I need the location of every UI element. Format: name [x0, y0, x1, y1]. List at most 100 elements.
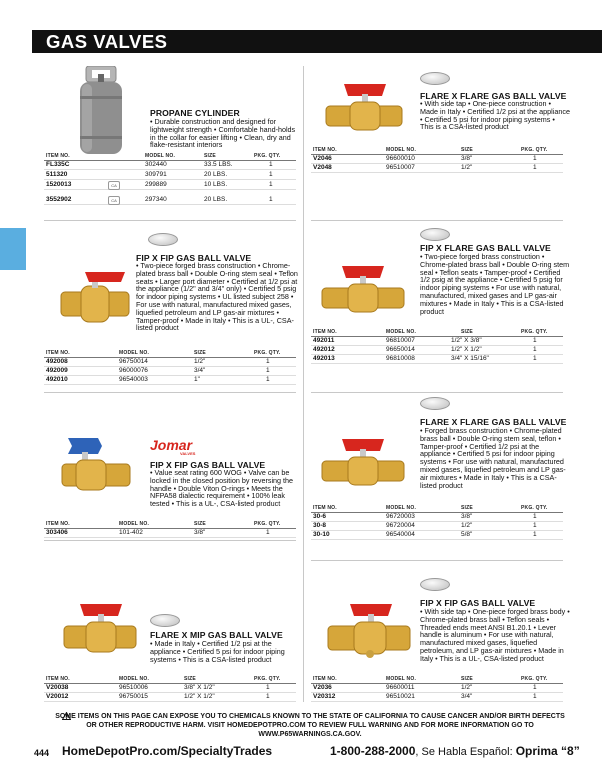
col-size: SIZE [461, 676, 473, 682]
table-row: 492012 96650014 1/2" X 1/2" 1 [311, 346, 563, 355]
size: 3/4" X 15/16" [451, 355, 489, 362]
table-row: V20012 96750015 1/2" X 1/2" 1 [44, 693, 296, 702]
size: 1/2" X 1/2" [184, 693, 215, 700]
item-no: 492013 [313, 355, 335, 362]
item-no: 3552902 [46, 196, 72, 203]
warning-triangle-icon [62, 712, 71, 720]
item-no: V20012 [46, 693, 69, 700]
col-size: SIZE [461, 329, 473, 335]
model-no: 96750014 [119, 358, 148, 365]
model-no: 96810007 [386, 337, 415, 344]
product-title: FLARE X FLARE GAS BALL VALVE [420, 91, 567, 101]
fip-fip-valve-image [60, 272, 130, 323]
table-row: 30-6 96720003 3/8" 1 [311, 513, 563, 522]
size: 3/4" [461, 693, 473, 700]
product-title: FLARE X MIP GAS BALL VALVE [150, 630, 283, 640]
table-row: 3552902 297340 20 LBS. 1 [44, 196, 296, 205]
item-no: V2046 [313, 155, 332, 162]
pkg-qty: 1 [266, 684, 270, 691]
size: 10 LBS. [204, 181, 228, 188]
col-model-no: MODEL NO. [119, 350, 150, 356]
model-no: 309791 [145, 171, 167, 178]
item-no: 30-8 [313, 522, 327, 529]
col-model-no: MODEL NO. [386, 329, 417, 335]
section-title: GAS VALVES [46, 31, 168, 52]
table-row: 492008 96750014 1/2" 1 [44, 358, 296, 367]
table-header: ITEM NO. MODEL NO. SIZE PKG. QTY. [44, 519, 296, 529]
table-row: 492011 96810007 1/2" X 3/8" 1 [311, 337, 563, 346]
item-no: 511320 [46, 171, 68, 178]
table-row: V20038 96510006 3/8" X 1/2" 1 [44, 684, 296, 693]
model-no: 101-402 [119, 529, 143, 536]
col-item-no: ITEM NO. [46, 676, 70, 682]
col-item-no: ITEM NO. [313, 676, 337, 682]
brand-badge [420, 228, 450, 241]
pkg-qty: 1 [533, 155, 537, 162]
product-divider [311, 560, 563, 561]
model-no: 96650014 [386, 346, 415, 353]
col-size: SIZE [204, 153, 216, 159]
brand-badge [420, 72, 450, 85]
spanish-option: Oprima “8” [515, 744, 580, 758]
pkg-qty: 1 [269, 171, 273, 178]
size: 1/2" [194, 358, 206, 365]
col-pkg-qty: PKG. QTY. [521, 147, 548, 153]
table-header: ITEM NO. MODEL NO. SIZE PKG. QTY. [311, 327, 563, 337]
size: 5/8" [461, 531, 473, 538]
col-item-no: ITEM NO. [46, 153, 70, 159]
pkg-qty: 1 [269, 196, 273, 203]
item-no: 30-6 [313, 513, 327, 520]
col-pkg-qty: PKG. QTY. [254, 521, 281, 527]
col-size: SIZE [461, 147, 473, 153]
col-item-no: ITEM NO. [46, 350, 70, 356]
jomar-valve-image [61, 438, 131, 491]
page-number: 444 [34, 748, 50, 758]
col-model-no: MODEL NO. [119, 521, 150, 527]
item-no: V2036 [313, 684, 332, 691]
pkg-qty: 1 [533, 684, 537, 691]
product-title: FIP X FLARE GAS BALL VALVE [420, 243, 551, 253]
size: 1" [194, 376, 200, 383]
col-pkg-qty: PKG. QTY. [254, 153, 281, 159]
col-model-no: MODEL NO. [386, 505, 417, 511]
table-row: 1520013 299889 10 LBS. 1 [44, 181, 296, 190]
product-description: • With side tap • One-piece forged brass… [420, 607, 570, 663]
pkg-qty: 1 [533, 346, 537, 353]
col-model-no: MODEL NO. [386, 676, 417, 682]
model-no: 96510006 [119, 684, 148, 691]
pkg-qty: 1 [533, 693, 537, 700]
size: 1/2" X 3/8" [451, 337, 482, 344]
col-size: SIZE [194, 521, 206, 527]
table-row: 303406 101-402 3/8" 1 [44, 529, 296, 538]
item-no: 492010 [46, 376, 68, 383]
pkg-qty: 1 [266, 693, 270, 700]
jomar-logo-sub: VALVES [180, 451, 196, 456]
product-divider [44, 220, 296, 221]
website-link[interactable]: HomeDepotPro.com/SpecialtyTrades [62, 744, 273, 758]
table-header: ITEM NO. MODEL NO. SIZE PKG. QTY. [311, 503, 563, 513]
col-model-no: MODEL NO. [386, 147, 417, 153]
model-no: 302440 [145, 161, 167, 168]
brand-badge [420, 397, 450, 410]
size: 33.5 LBS. [204, 161, 233, 168]
product-description: • Durable construction and designed for … [150, 117, 296, 150]
phone-number[interactable]: 1-800-288-2000 [330, 744, 416, 758]
product-description: • Two-piece forged brass construction • … [420, 252, 570, 316]
table-row: 30-8 96720004 1/2" 1 [311, 522, 563, 531]
model-no: 96510007 [386, 164, 415, 171]
product-description: • With side tap • One-piece construction… [420, 99, 570, 132]
col-pkg-qty: PKG. QTY. [521, 329, 548, 335]
item-no: 1520013 [46, 181, 72, 188]
pkg-qty: 1 [269, 161, 273, 168]
product-description: • Two-piece forged brass construction • … [136, 261, 298, 333]
model-no: 96750015 [119, 693, 148, 700]
item-no: V20038 [46, 684, 69, 691]
item-no: 303406 [46, 529, 68, 536]
table-row: 511320 309791 20 LBS. 1 [44, 171, 296, 180]
size: 3/8" X 1/2" [184, 684, 215, 691]
size: 3/8" [461, 513, 473, 520]
item-no: V20312 [313, 693, 336, 700]
size: 20 LBS. [204, 171, 228, 178]
model-no: 96000076 [119, 367, 148, 374]
model-no: 96540004 [386, 531, 415, 538]
